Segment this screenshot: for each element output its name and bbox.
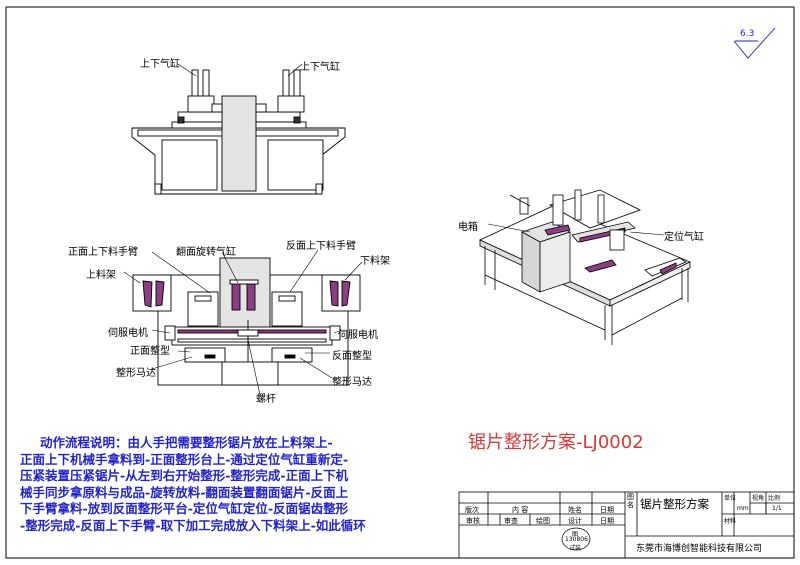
- sheet-border: [5, 6, 795, 559]
- label-back-die: 反面整型: [332, 351, 372, 362]
- tb-drawing-name-label: 图名: [627, 493, 634, 509]
- tb-stamp-2: 130806: [565, 536, 588, 543]
- isometric-view: [479, 189, 691, 345]
- description-line: -整形完成-反面上下手臂-取下加工完成放入下料架上-如此循环: [20, 517, 366, 533]
- tb-scale-label: 比例: [768, 495, 781, 502]
- label-back-arm: 反面上下料手臂: [286, 241, 356, 252]
- tb-unit: mm: [737, 505, 749, 512]
- tb-company: 东莞市海博创智能科技有限公司: [636, 544, 763, 554]
- label-screw: 螺杆: [256, 394, 276, 405]
- plan-title: 锯片整形方案-LJ0002: [468, 432, 644, 453]
- tb-drawing-name: 锯片整形方案: [640, 497, 709, 511]
- tb-stamp-3: 试装: [569, 545, 582, 552]
- label-servo-left: 伺服电机: [108, 328, 148, 339]
- tb-date: 日期: [600, 506, 614, 514]
- roughness-symbol: [733, 27, 776, 59]
- tb-unit-label: 单位: [724, 495, 737, 502]
- approval-stamp: [561, 527, 591, 551]
- tb-sign-date: 日期: [600, 517, 614, 525]
- roughness-value: 6.3: [740, 29, 755, 39]
- tb-content: 内 容: [512, 506, 529, 514]
- label-motor-right: 整形马达: [332, 377, 372, 388]
- top-view: [132, 257, 361, 386]
- label-top-cylinder-right: 上下气缸: [300, 62, 340, 73]
- label-front-arm: 正面上下料手臂: [68, 247, 138, 258]
- label-top-cylinder-left: 上下气缸: [140, 59, 180, 70]
- description-line: 压紧装置压紧锯片-从左到右开始整形-整形完成-正面上下机: [20, 468, 349, 484]
- tb-draw: 绘图: [536, 517, 550, 525]
- description-line: 械手同步拿原料与成品-旋转放料-翻面装置翻面锯片-反面上: [20, 484, 349, 500]
- tb-view-label: 视角: [752, 495, 765, 502]
- tb-design: 设计: [568, 517, 582, 525]
- tb-scale: 1/1: [772, 505, 782, 512]
- tb-name: 姓名: [568, 506, 582, 514]
- description-line: 下手臂拿料-放到反面整形平台-定位气缸定位-反面锯齿整形: [20, 501, 349, 517]
- front-view: [131, 69, 346, 195]
- label-front-die: 正面整型: [130, 346, 170, 357]
- process-description: 动作流程说明：由人手把需要整形锯片放在上料架上- 正面上下机械手拿料到-正面整形…: [20, 435, 440, 535]
- label-servo-right: 伺服电机: [338, 330, 378, 341]
- tb-review: 审查: [504, 517, 518, 525]
- label-up-rack: 上料架: [86, 270, 116, 281]
- label-positioning-cylinder: 定位气缸: [664, 232, 704, 243]
- label-down-rack: 下料架: [360, 256, 390, 267]
- title-block-grid: [458, 491, 795, 559]
- description-line: 动作流程说明：由人手把需要整形锯片放在上料架上-: [40, 435, 333, 450]
- tb-approve: 审核: [466, 517, 480, 525]
- tb-stamp-1: 图: [572, 531, 579, 538]
- label-flip-cylinder: 翻面旋转气缸: [176, 247, 236, 258]
- tb-version: 版次: [465, 506, 479, 514]
- tb-material-label: 材料: [724, 518, 737, 525]
- label-electric-box: 电箱: [458, 222, 478, 233]
- label-motor-left: 整形马达: [116, 368, 156, 379]
- description-line: 正面上下机械手拿料到-正面整形台上-通过定位气缸重新定-: [20, 451, 349, 467]
